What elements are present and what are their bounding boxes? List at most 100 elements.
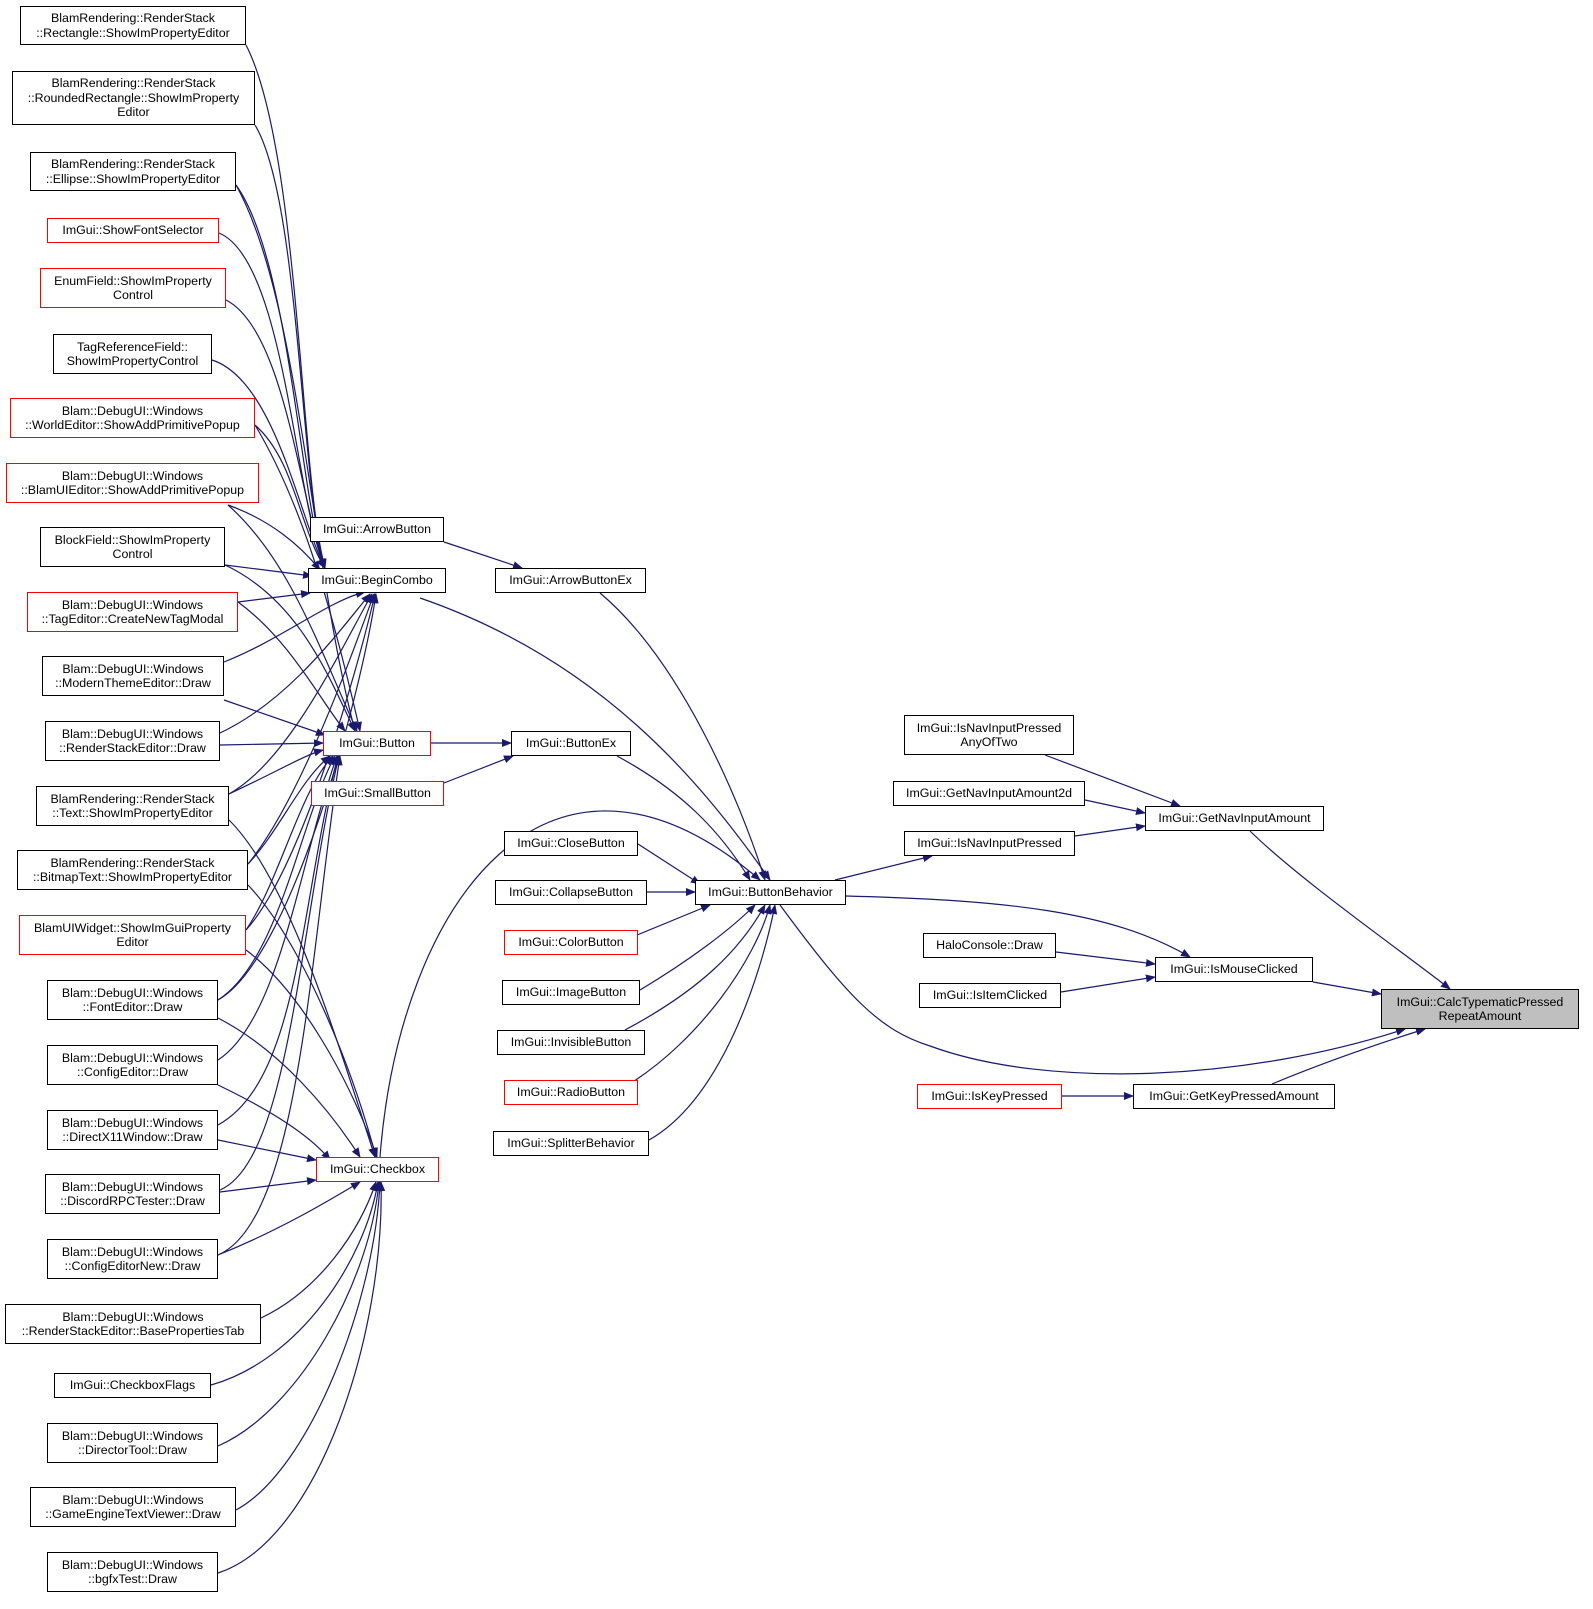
node-collapsebutton[interactable]: ImGui::CollapseButton <box>495 880 647 905</box>
call-edge <box>443 541 523 569</box>
call-edge <box>599 592 767 881</box>
node-bitmaptext-showimpropertyeditor[interactable]: BlamRendering::RenderStack ::BitmapText:… <box>17 850 248 890</box>
call-edge <box>219 593 371 734</box>
node-bgfxtest-draw[interactable]: Blam::DebugUI::Windows ::bgfxTest::Draw <box>47 1552 218 1592</box>
node-discordrpctester-draw[interactable]: Blam::DebugUI::Windows ::DiscordRPCTeste… <box>45 1174 220 1214</box>
call-edge <box>237 590 311 603</box>
call-edge <box>245 949 378 1158</box>
node-splitterbehavior[interactable]: ImGui::SplitterBehavior <box>493 1131 649 1156</box>
node-modernthemeeditor-draw[interactable]: Blam::DebugUI::Windows ::ModernThemeEdit… <box>42 656 224 696</box>
node-label: ImGui::CheckboxFlags <box>69 1378 196 1393</box>
node-tagreferencefield-showimpropertycontrol[interactable]: TagReferenceField:: ShowImPropertyContro… <box>53 334 212 374</box>
node-directortool-draw[interactable]: Blam::DebugUI::Windows ::DirectorTool::D… <box>47 1423 218 1463</box>
node-iskeypressed[interactable]: ImGui::IsKeyPressed <box>917 1084 1062 1109</box>
call-edge <box>247 755 331 865</box>
call-edge <box>1044 754 1181 807</box>
node-arrowbuttonex[interactable]: ImGui::ArrowButtonEx <box>495 568 646 593</box>
node-directx11window-draw[interactable]: Blam::DebugUI::Windows ::DirectX11Window… <box>47 1110 218 1150</box>
node-button[interactable]: ImGui::Button <box>323 731 431 756</box>
call-edge <box>637 843 701 885</box>
call-edge <box>379 810 761 1158</box>
call-edge <box>237 601 346 732</box>
call-edge <box>616 755 751 881</box>
node-configeditornew-draw[interactable]: Blam::DebugUI::Windows ::ConfigEditorNew… <box>47 1239 218 1279</box>
node-gameenginetextviewer-draw[interactable]: Blam::DebugUI::Windows ::GameEngineTextV… <box>30 1487 236 1527</box>
node-checkboxflags[interactable]: ImGui::CheckboxFlags <box>54 1373 211 1398</box>
node-configeditor-draw[interactable]: Blam::DebugUI::Windows ::ConfigEditor::D… <box>47 1045 218 1085</box>
node-arrowbutton[interactable]: ImGui::ArrowButton <box>310 517 444 542</box>
node-invisiblebutton[interactable]: ImGui::InvisibleButton <box>497 1030 645 1055</box>
node-blamuieditor-showaddprimitivepopup[interactable]: Blam::DebugUI::Windows ::BlamUIEditor::S… <box>6 463 259 503</box>
node-checkbox[interactable]: ImGui::Checkbox <box>316 1157 439 1182</box>
call-edge <box>228 593 373 795</box>
node-imagebutton[interactable]: ImGui::ImageButton <box>502 980 640 1005</box>
node-renderstackeditor-basepropertiestab[interactable]: Blam::DebugUI::Windows ::RenderStackEdit… <box>5 1304 261 1344</box>
node-label: Blam::DebugUI::Windows ::bgfxTest::Draw <box>61 1557 204 1587</box>
node-getkeypressedamount[interactable]: ImGui::GetKeyPressedAmount <box>1133 1084 1335 1109</box>
node-buttonex[interactable]: ImGui::ButtonEx <box>511 731 631 756</box>
node-closebutton[interactable]: ImGui::CloseButton <box>504 831 638 856</box>
node-label: ImGui::IsNavInputPressed AnyOfTwo <box>916 720 1062 750</box>
node-showfontselector[interactable]: ImGui::ShowFontSelector <box>47 218 219 243</box>
node-text-showimpropertyeditor[interactable]: BlamRendering::RenderStack ::Text::ShowI… <box>36 786 229 826</box>
node-label: ImGui::CloseButton <box>517 836 625 851</box>
node-rectangle-showimpropertyeditor[interactable]: BlamRendering::RenderStack ::Rectangle::… <box>20 6 246 45</box>
call-edge <box>834 854 933 881</box>
call-edge <box>227 504 321 571</box>
node-begincombo[interactable]: ImGui::BeginCombo <box>308 568 446 593</box>
call-edges <box>210 44 1451 1574</box>
node-fonteditor-draw[interactable]: Blam::DebugUI::Windows ::FontEditor::Dra… <box>47 980 218 1020</box>
node-blamuiwidget-showimguipropertyeditor[interactable]: BlamUIWidget::ShowImGuiProperty Editor <box>19 915 246 955</box>
call-edge <box>211 359 326 569</box>
node-ismouseclicked[interactable]: ImGui::IsMouseClicked <box>1155 957 1313 982</box>
node-label: BlamRendering::RenderStack ::Ellipse::Sh… <box>45 157 221 186</box>
node-label: ImGui::Checkbox <box>329 1162 426 1177</box>
node-renderstackeditor-draw[interactable]: Blam::DebugUI::Windows ::RenderStackEdit… <box>45 721 220 761</box>
call-edge <box>217 593 379 1001</box>
call-edge <box>627 904 772 1086</box>
node-roundedrectangle-showimpropertyeditor[interactable]: BlamRendering::RenderStack ::RoundedRect… <box>12 71 255 125</box>
call-edge <box>210 1181 381 1386</box>
node-label: ImGui::ImageButton <box>515 985 627 1000</box>
call-edge <box>217 755 343 1256</box>
call-edge <box>639 904 756 991</box>
node-haloconsole-draw[interactable]: HaloConsole::Draw <box>923 933 1056 958</box>
node-label: ImGui::ButtonBehavior <box>708 885 833 900</box>
node-tageditor-createnewtagmodal[interactable]: Blam::DebugUI::Windows ::TagEditor::Crea… <box>27 592 238 632</box>
node-isnavinputpressed[interactable]: ImGui::IsNavInputPressed <box>904 831 1075 856</box>
call-edge <box>217 1084 331 1161</box>
node-label: BlamRendering::RenderStack ::BitmapText:… <box>32 855 232 885</box>
call-edge <box>235 1181 384 1511</box>
call-edge <box>779 904 1406 1075</box>
node-isnavinputpressedanyoftwo[interactable]: ImGui::IsNavInputPressed AnyOfTwo <box>904 715 1074 755</box>
node-label: ImGui::GetNavInputAmount <box>1158 811 1311 826</box>
node-label: Blam::DebugUI::Windows ::DiscordRPCTeste… <box>60 1179 205 1209</box>
node-label: Blam::DebugUI::Windows ::DirectorTool::D… <box>61 1428 204 1458</box>
node-worldeditor-showaddprimitivepopup[interactable]: Blam::DebugUI::Windows ::WorldEditor::Sh… <box>10 398 255 438</box>
call-edge <box>624 904 766 1031</box>
call-edge <box>260 1181 377 1319</box>
node-colorbutton[interactable]: ImGui::ColorButton <box>504 930 638 955</box>
call-edge <box>223 699 326 736</box>
node-radiobutton[interactable]: ImGui::RadioButton <box>504 1080 638 1105</box>
node-enumfield-showimpropertycontrol[interactable]: EnumField::ShowImProperty Control <box>40 268 226 308</box>
node-getnavinputamount[interactable]: ImGui::GetNavInputAmount <box>1145 806 1324 831</box>
call-edge <box>1249 830 1451 990</box>
node-label: EnumField::ShowImProperty Control <box>54 273 212 303</box>
call-edge <box>254 424 362 732</box>
node-smallbutton[interactable]: ImGui::SmallButton <box>311 781 444 806</box>
node-label: ImGui::IsKeyPressed <box>931 1089 1048 1104</box>
node-getnavinputamount2d[interactable]: ImGui::GetNavInputAmount2d <box>893 781 1085 806</box>
node-ellipse-showimpropertyeditor[interactable]: BlamRendering::RenderStack ::Ellipse::Sh… <box>30 152 236 191</box>
node-blockfield-showimpropertycontrol[interactable]: BlockField::ShowImProperty Control <box>40 527 225 567</box>
node-buttonbehavior[interactable]: ImGui::ButtonBehavior <box>695 880 846 905</box>
call-edge <box>219 755 341 1191</box>
node-isitemclicked[interactable]: ImGui::IsItemClicked <box>919 983 1061 1008</box>
call-edge <box>217 1139 317 1163</box>
node-calctypematicpressedrepeatamount: ImGui::CalcTypematicPressed RepeatAmount <box>1381 989 1579 1029</box>
call-edge <box>247 884 378 1158</box>
node-label: ImGui::GetKeyPressedAmount <box>1149 1089 1319 1104</box>
call-edge <box>235 184 326 569</box>
call-edge <box>419 597 771 881</box>
call-edge <box>254 124 327 569</box>
